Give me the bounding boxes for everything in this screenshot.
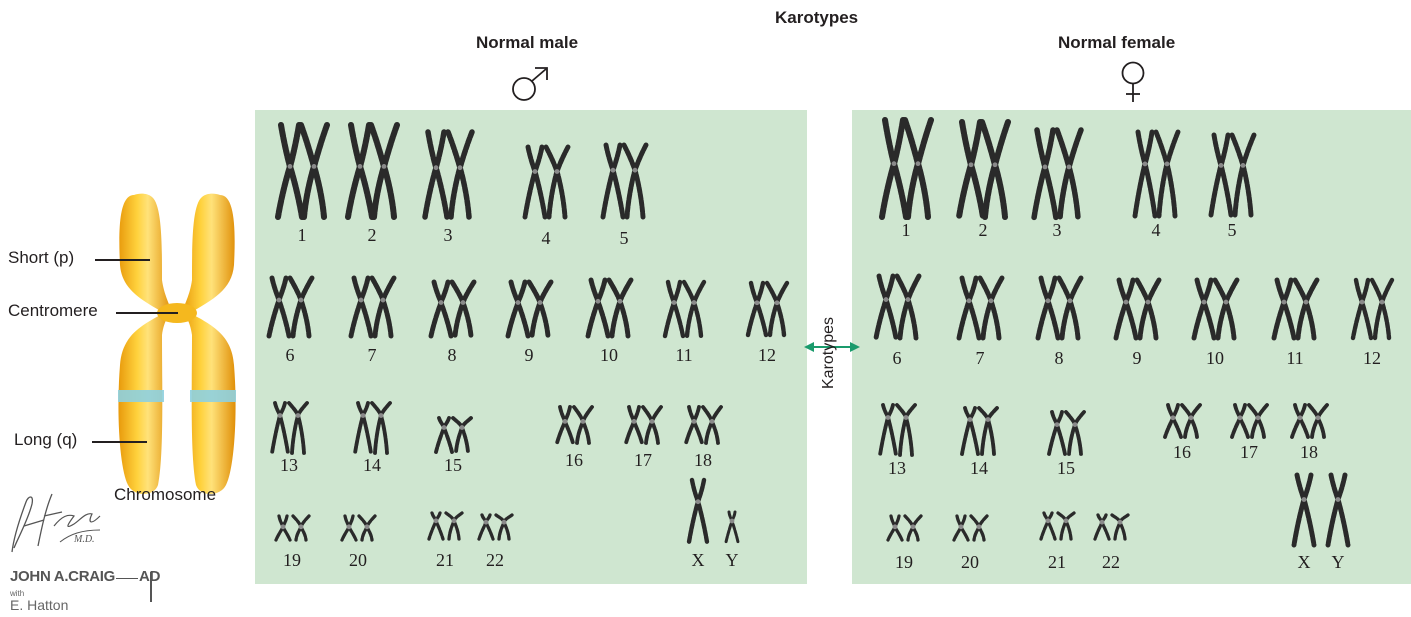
male-chromosome-number: 4: [541, 228, 551, 248]
credit-name: JOHN A.CRAIG AD: [10, 568, 160, 585]
female-chromosome-number: 20: [961, 552, 979, 572]
female-chromosome-number: 6: [892, 348, 902, 368]
male-heading: Normal male: [476, 33, 579, 52]
female-chromosome-number: 7: [975, 348, 985, 368]
male-chromosome-number: 8: [447, 345, 457, 365]
male-chromosome-number: 12: [758, 345, 776, 365]
male-chromosome-number: X: [691, 550, 705, 570]
leader-long-arm: [92, 441, 147, 443]
female-chromosome-number: 9: [1132, 348, 1142, 368]
female-chromosome-number: Y: [1331, 552, 1345, 572]
female-chromosome-number: 12: [1363, 348, 1381, 368]
female-chromosome-number: 19: [895, 552, 913, 572]
male-chromosome-number: 19: [283, 550, 301, 570]
credit-with: with: [10, 589, 25, 598]
male-chromosome-number: 17: [634, 450, 652, 470]
male-chromosome-number: 21: [436, 550, 454, 570]
label-centromere: Centromere: [8, 301, 98, 320]
male-chromosome-number: 13: [280, 455, 298, 475]
female-chromosome-number: X: [1297, 552, 1311, 572]
male-chromosome-number: 9: [524, 345, 534, 365]
male-chromosome-number: 5: [619, 228, 629, 248]
female-chromosome-number: 17: [1240, 442, 1258, 462]
female-chromosome-number: 2: [978, 220, 988, 240]
male-chromosome-number: 11: [675, 345, 693, 365]
female-chromosome-number: 14: [970, 458, 988, 478]
svg-text:M.D.: M.D.: [73, 534, 95, 545]
label-short-arm: Short (p): [8, 248, 75, 267]
male-chromosome-number: 2: [367, 225, 377, 245]
credit-name-text: JOHN A.CRAIG: [10, 568, 116, 585]
male-chromosome-number: Y: [725, 550, 739, 570]
karotypes-rotated-label: Karotypes: [820, 316, 837, 389]
chromosome-caption: Chromosome: [114, 485, 217, 504]
female-chromosome-number: 13: [888, 458, 906, 478]
female-chromosome-number: 8: [1054, 348, 1064, 368]
male-chromosome-number: 15: [444, 455, 462, 475]
female-chromosome-number: 10: [1206, 348, 1224, 368]
female-chromosome-number: 4: [1151, 220, 1161, 240]
female-chromosome-number: 22: [1102, 552, 1120, 572]
male-chromosome-number: 14: [363, 455, 381, 475]
female-chromosome-number: 16: [1173, 442, 1191, 462]
male-chromosome-number: 3: [443, 225, 453, 245]
female-symbol-icon: [1121, 61, 1145, 102]
male-chromosome-number: 16: [565, 450, 583, 470]
female-chromosome-number: 15: [1057, 458, 1075, 478]
female-chromosome-number: 11: [1286, 348, 1304, 368]
female-chromosome-number: 5: [1227, 220, 1237, 240]
male-chromosome-number: 7: [367, 345, 377, 365]
female-chromosome-number: 1: [901, 220, 911, 240]
leader-centromere: [116, 312, 178, 314]
male-symbol-icon: [512, 67, 548, 101]
label-long-arm: Long (q): [14, 430, 78, 449]
male-chromosome-number: 6: [285, 345, 295, 365]
female-karyotype-panel: [852, 110, 1411, 584]
male-chromosome-number: 18: [694, 450, 712, 470]
netter-signature-icon: M.D.: [11, 493, 101, 553]
female-chromosome-number: 18: [1300, 442, 1318, 462]
double-arrow-icon: [804, 342, 860, 352]
credit-collaborator: E. Hatton: [10, 597, 69, 613]
leader-short-arm: [95, 259, 150, 261]
male-chromosome-number: 20: [349, 550, 367, 570]
figure-title: Karotypes: [775, 8, 859, 27]
credit-underline: [116, 578, 139, 579]
male-chromosome-number: 10: [600, 345, 618, 365]
male-chromosome-number: 22: [486, 550, 504, 570]
chromosome-illustration: [118, 193, 236, 495]
female-chromosome-number: 21: [1048, 552, 1066, 572]
credit-tick: [150, 572, 152, 602]
credit-suffix: AD: [139, 568, 160, 585]
male-chromosome-number: 1: [297, 225, 307, 245]
female-chromosome-number: 3: [1052, 220, 1062, 240]
female-heading: Normal female: [1058, 33, 1176, 52]
